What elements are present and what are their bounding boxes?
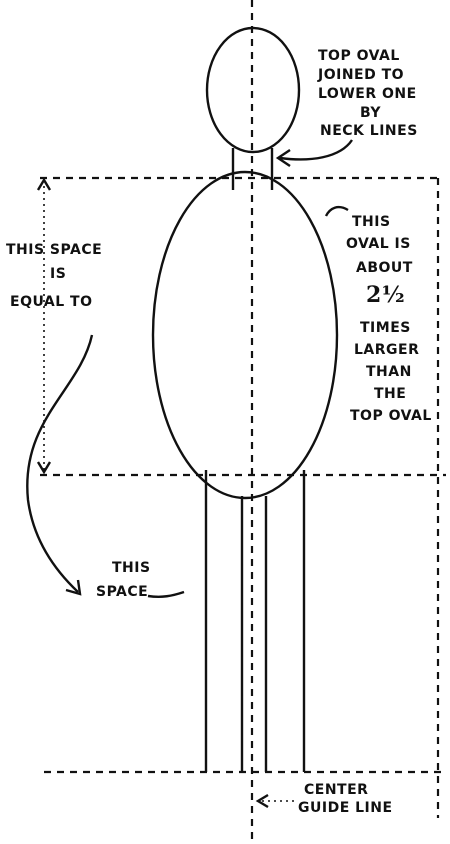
oval-note-line-8: TOP OVAL [350, 408, 432, 424]
oval-note-line-1: THIS [352, 214, 391, 230]
measure-arrow-bottom [36, 461, 52, 475]
oval-note-line-5: LARGER [354, 342, 419, 358]
measure-arrow-top [36, 177, 52, 191]
center-guide-line-2: GUIDE LINE [298, 800, 393, 816]
curved-arrow [26, 334, 94, 593]
space-equal-line-1: THIS SPACE [6, 242, 102, 258]
head-oval [205, 26, 301, 154]
oval-note-ratio: 2½ [366, 282, 405, 308]
oval-note-line-4: TIMES [360, 320, 411, 336]
body-oval [151, 170, 339, 500]
space-equal-line-2: IS [50, 266, 66, 282]
this-space-line-1: THIS [112, 560, 151, 576]
neck-pointer-arrow [279, 139, 353, 161]
curved-arrowhead [65, 579, 82, 596]
center-guide-line-1: CENTER [304, 782, 368, 798]
oval-note-line-3: ABOUT [356, 260, 413, 276]
oval-note-hook [324, 205, 349, 217]
oval-note-line-6: THAN [366, 364, 412, 380]
oval-note-line-2: OVAL IS [346, 236, 411, 252]
neck-pointer-arrowhead [275, 149, 291, 167]
guide-pointer-arrowhead [255, 793, 269, 809]
top-oval-note-line-4: BY [360, 105, 381, 121]
top-oval-note-line-1: TOP OVAL [318, 48, 400, 64]
top-oval-note-line-2: JOINED TO [317, 67, 404, 83]
oval-note-line-7: THE [374, 386, 406, 402]
top-oval-note-line-3: LOWER ONE [318, 86, 417, 102]
top-oval-note-line-5: NECK LINES [320, 123, 418, 139]
this-space-line-2: SPACE [96, 584, 148, 600]
space-underline [147, 590, 185, 598]
space-equal-line-3: EQUAL TO [10, 294, 92, 310]
